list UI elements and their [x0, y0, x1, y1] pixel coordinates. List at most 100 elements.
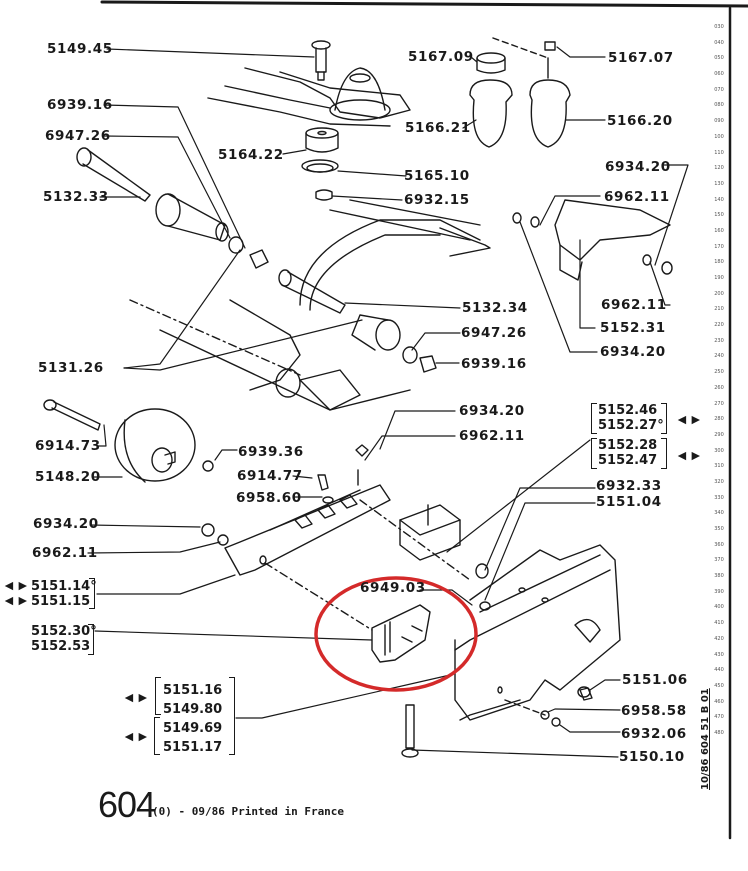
scale-tick: 370 — [714, 557, 724, 564]
part-label: 5152.28 — [598, 438, 658, 453]
scale-tick: 200 — [714, 290, 724, 297]
part-label: 5165.10 — [404, 168, 470, 184]
scale-tick: 150 — [714, 212, 724, 219]
engine-mount-5152-46 — [359, 499, 471, 581]
part-label: 5151.15 — [31, 594, 91, 609]
scale-tick: 290 — [714, 431, 724, 438]
scale-tick: 350 — [714, 526, 724, 532]
part-label: 5151.04 — [596, 494, 662, 510]
part-label: 6914.73 — [35, 438, 101, 454]
scale-tick: 340 — [714, 510, 724, 517]
part-group-5151-16: 5151.16 5149.80 — [163, 681, 222, 719]
part-label: 5152.27° — [598, 418, 664, 433]
scale-tick: 070 — [714, 86, 724, 93]
scale-tick: 220 — [714, 322, 724, 329]
part-label: 6934.20 — [33, 516, 99, 532]
part-label: 5152.46 — [598, 403, 658, 418]
bolt-6914-73 — [43, 399, 101, 431]
scale-tick: 090 — [714, 118, 724, 125]
part-label: 6947.26 — [461, 325, 527, 341]
scale-tick: 120 — [714, 165, 724, 172]
part-label: 5149.45 — [47, 41, 113, 57]
part-group-5149-69: 5149.69 5151.17 — [163, 719, 222, 757]
scale-tick: 310 — [714, 463, 724, 470]
bolt-5150-10 — [401, 704, 419, 758]
scale-tick: 210 — [714, 306, 724, 313]
bracket — [591, 403, 597, 434]
scale-tick: 460 — [714, 698, 724, 705]
part-label: 6939.16 — [47, 97, 113, 113]
bracket — [155, 677, 161, 715]
part-label: 5151.14° — [31, 579, 97, 594]
part-label: 5132.33 — [43, 189, 109, 205]
part-label: 6962.11 — [601, 297, 667, 313]
part-label: 6958.60 — [236, 490, 302, 506]
scale-tick: 260 — [714, 384, 724, 391]
upper-control-arm — [207, 67, 411, 127]
part-group-5152-30: 5152.30° 5152.53 — [31, 624, 97, 654]
part-label: 5152.53 — [31, 639, 91, 654]
scale-tick: 180 — [714, 259, 724, 266]
part-label: 6932.15 — [404, 192, 470, 208]
double-arrow-icon: ◄► — [122, 689, 150, 705]
scale-tick: 110 — [714, 149, 724, 156]
part-label: 5152.30° — [31, 624, 97, 639]
bracket — [89, 578, 95, 609]
part-label: 6939.36 — [238, 444, 304, 460]
part-label: 6932.33 — [596, 478, 662, 494]
bump-stop-5164-22 — [305, 127, 339, 153]
bushing-5166-21 — [469, 52, 513, 148]
part-label: 6962.11 — [32, 545, 98, 561]
scale-tick: 080 — [714, 102, 724, 109]
part-label: 6958.58 — [621, 703, 687, 719]
scale-tick: 050 — [714, 55, 724, 62]
bracket — [154, 717, 160, 755]
leader-lines — [87, 46, 689, 758]
bolt-5132-34 — [278, 269, 346, 314]
counterweight-5148-20 — [114, 408, 196, 483]
scale-tick: 430 — [714, 651, 724, 658]
part-label: 5166.21 — [405, 120, 471, 136]
scale-tick: 190 — [714, 275, 724, 281]
part-label: 5150.10 — [619, 749, 685, 765]
scale-tick: 440 — [714, 667, 724, 674]
double-arrow-icon: ◄► — [675, 411, 703, 427]
part-group-5152-46: 5152.46 5152.27° — [598, 403, 664, 433]
bracket — [88, 624, 94, 655]
part-label: 5148.20 — [35, 469, 101, 485]
scale-tick: 170 — [714, 243, 724, 250]
part-label: 6962.11 — [459, 428, 525, 444]
part-label: 5151.17 — [163, 740, 223, 755]
scale-tick: 160 — [714, 227, 724, 234]
cup-5165-10 — [301, 159, 339, 173]
part-label: 5152.31 — [600, 320, 666, 336]
part-label: 5132.34 — [462, 300, 528, 316]
part-label: 5151.06 — [622, 672, 688, 688]
part-group-5152-28: 5152.28 5152.47 — [598, 438, 657, 468]
part-label-highlighted: 6949.03 — [360, 580, 426, 596]
bracket — [229, 677, 235, 755]
bolt-5132-33 — [76, 147, 151, 202]
part-label: 6932.06 — [621, 726, 687, 742]
highlight-circle — [314, 576, 478, 692]
scale-tick: 330 — [714, 494, 724, 501]
double-arrow-icon: ◄► — [675, 447, 703, 463]
engine-mount-6949-03 — [371, 604, 431, 663]
model-number: 604 — [98, 784, 156, 825]
part-label: 5166.20 — [607, 113, 673, 129]
part-label: 5164.22 — [218, 147, 284, 163]
scale-tick: 060 — [714, 71, 724, 78]
scale-tick: 420 — [714, 635, 724, 642]
bracket-5152-31 — [512, 199, 673, 281]
crossmember-5151-04 — [454, 544, 621, 727]
bracket — [591, 438, 597, 469]
part-label: 6934.20 — [459, 403, 525, 419]
scale-tick: 250 — [714, 369, 724, 376]
part-label: 5149.80 — [163, 702, 223, 717]
scale-tick: 470 — [714, 714, 724, 721]
scale-tick: 030 — [714, 24, 724, 30]
scale-tick: 480 — [714, 729, 724, 736]
bracket — [661, 438, 667, 469]
